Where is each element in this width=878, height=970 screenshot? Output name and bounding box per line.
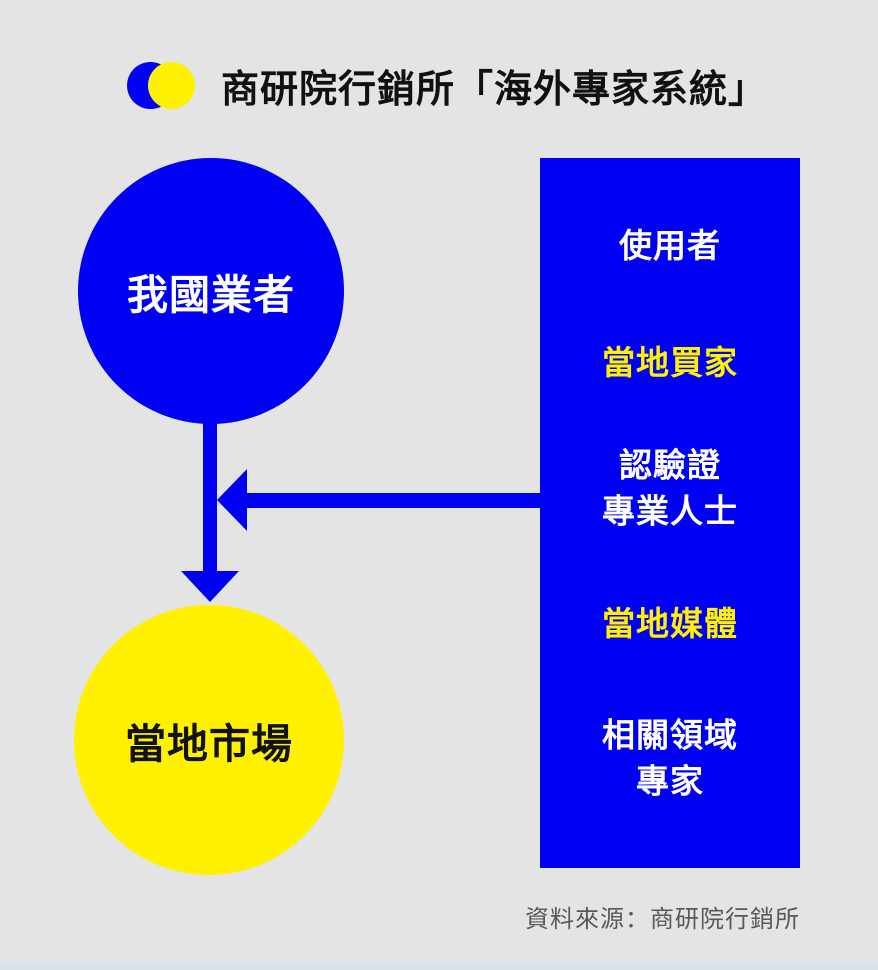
page-title: 商研院行銷所「海外專家系統」: [221, 69, 768, 111]
logo-yellow-circle-icon: [148, 62, 195, 109]
panel-item-users: 使用者: [619, 227, 721, 265]
panel-item-local-media: 當地媒體: [602, 605, 738, 643]
title-bar: 商研院行銷所「海外專家系統」: [127, 62, 767, 111]
bottom-accent-bar: [0, 962, 878, 970]
node-local-market: 當地市場: [74, 605, 344, 875]
left-arrow-shaft: [246, 493, 540, 508]
left-arrowhead-icon: [217, 469, 247, 531]
experts-panel: 使用者 當地買家 認驗證 專業人士 當地媒體 相關領域 專家: [540, 158, 800, 868]
panel-item-local-buyers: 當地買家: [602, 344, 738, 382]
node-domestic-operators: 我國業者: [78, 158, 344, 424]
down-arrow-shaft: [203, 423, 217, 572]
overlapping-circles-logo: [127, 62, 195, 109]
panel-item-certification-professionals: 認驗證 專業人士: [602, 446, 738, 529]
down-arrowhead-icon: [181, 571, 239, 602]
source-caption: 資料來源：商研院行銷所: [525, 906, 800, 933]
panel-item-related-field-experts: 相關領域 專家: [602, 716, 738, 799]
node-local-market-label: 當地市場: [125, 721, 293, 767]
node-domestic-operators-label: 我國業者: [127, 272, 295, 318]
